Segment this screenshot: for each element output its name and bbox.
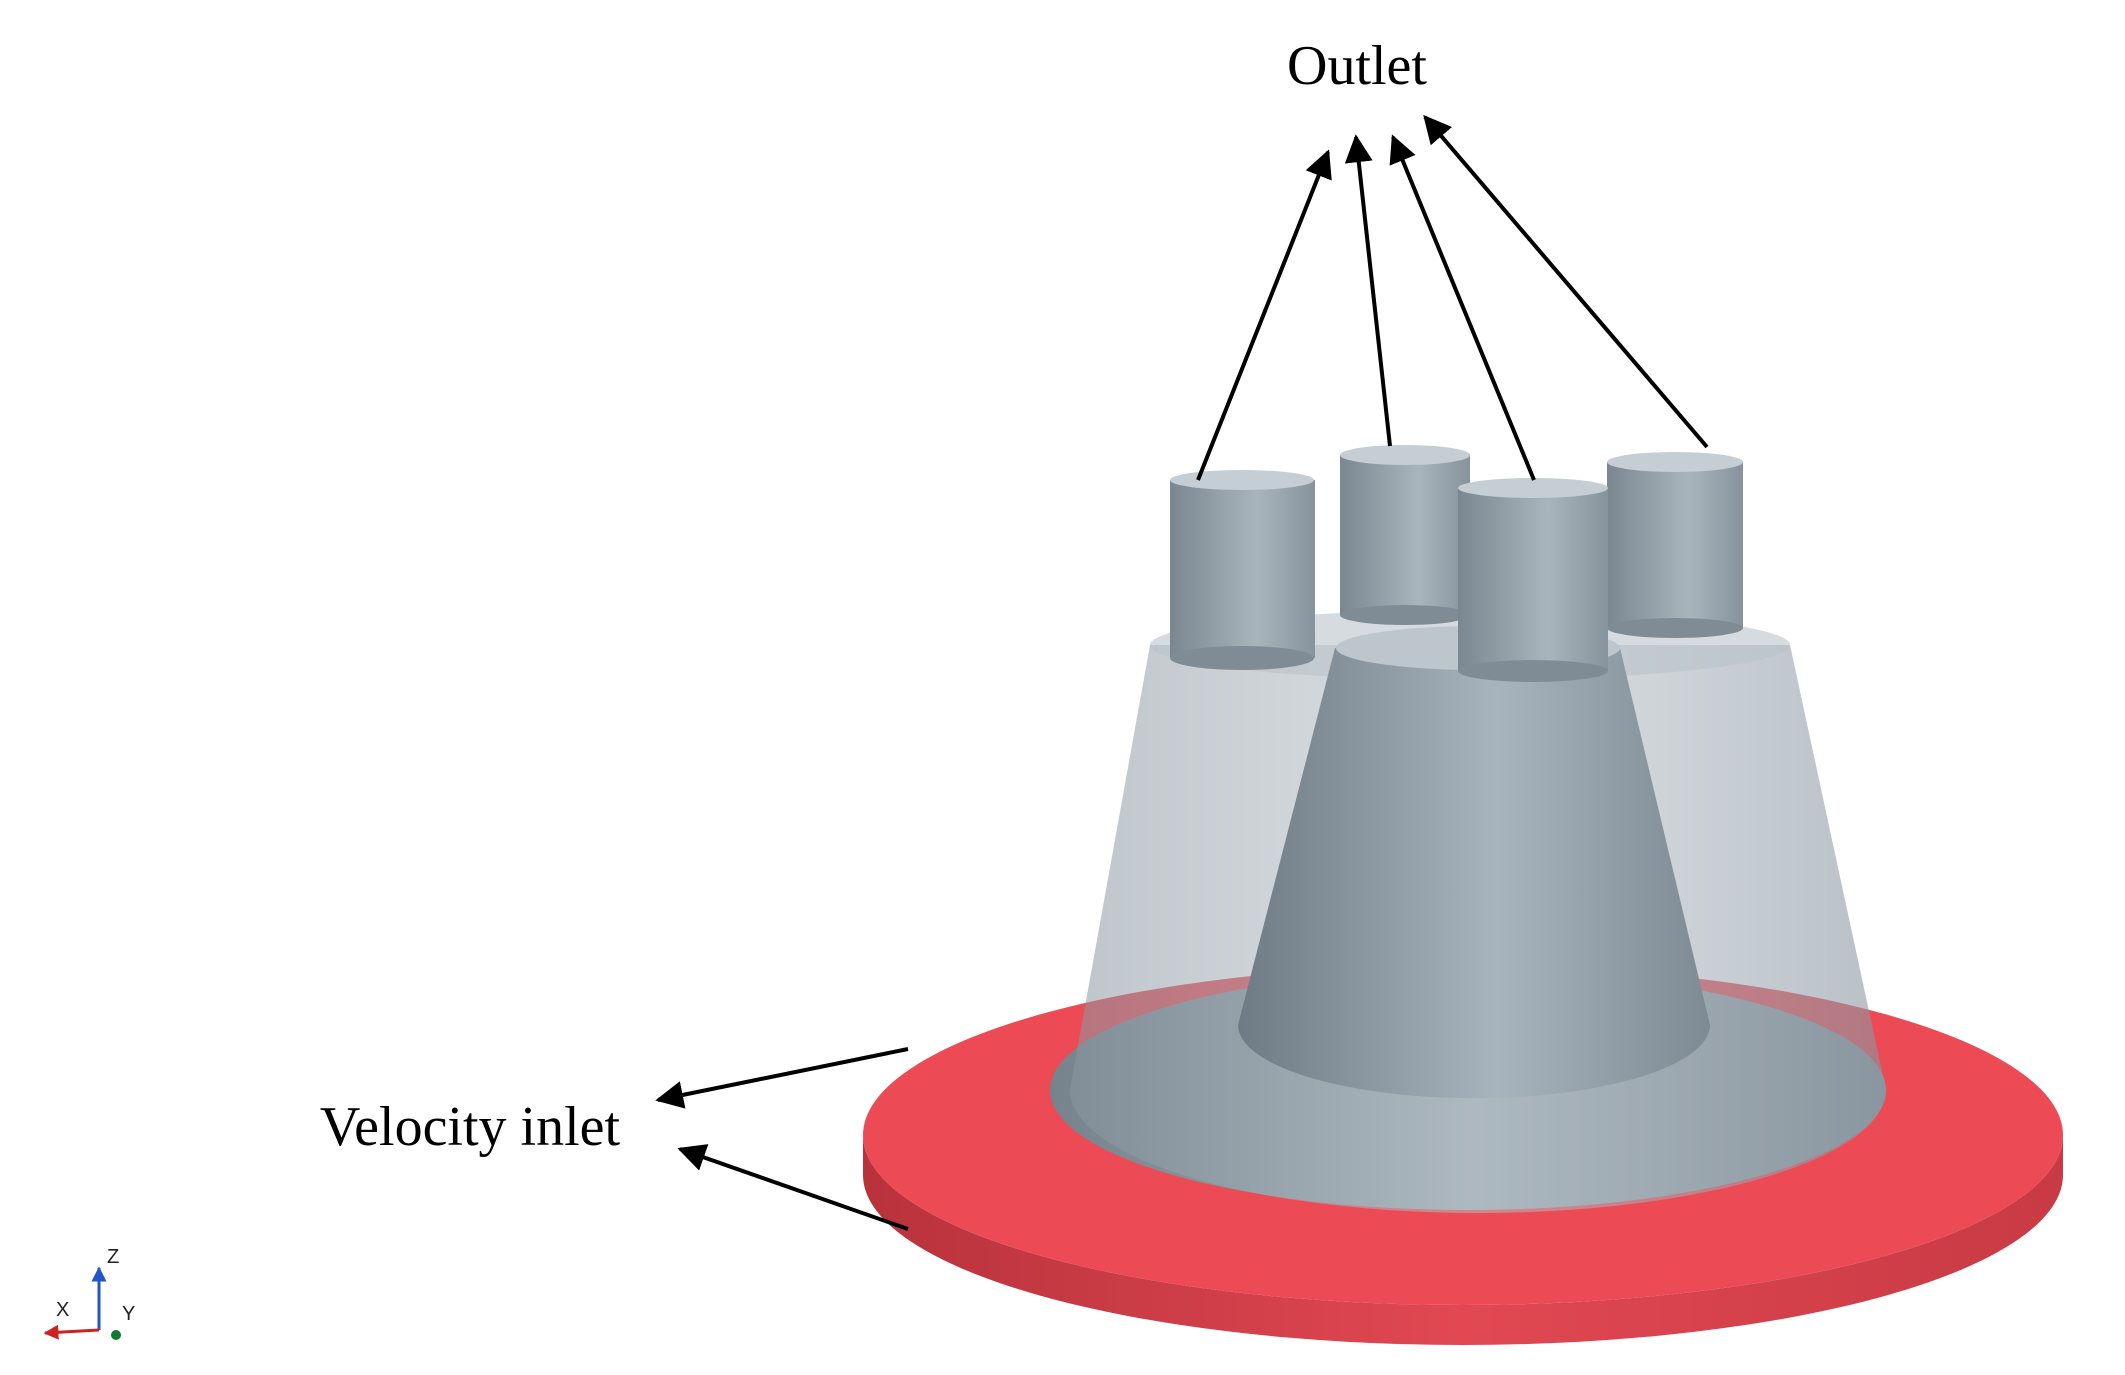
axis-y-dot: [111, 1330, 121, 1340]
outlet-arrow-2: [1344, 134, 1392, 447]
inlet-arrow-1: [655, 1047, 909, 1109]
inlet-disk-side: [863, 1135, 2063, 1345]
outlet-cylinder-1: [1170, 470, 1315, 670]
inlet-arrow-2: [677, 1144, 909, 1231]
outlet-arrow-3: [1389, 134, 1536, 481]
outlet-cylinder-2: [1340, 445, 1470, 625]
velocity-inlet-label: Velocity inlet: [320, 1096, 621, 1158]
axis-x-line: [43, 1324, 100, 1340]
axis-z-label: Z: [107, 1246, 119, 1268]
outlet-label: Outlet: [1287, 35, 1427, 97]
outlet-cylinder-4: [1607, 452, 1743, 638]
outlet-arrow-4: [1423, 114, 1709, 449]
axis-x-label: X: [56, 1299, 69, 1321]
outlet-arrow-1: [1196, 149, 1332, 481]
outlet-cylinder-3: [1458, 478, 1608, 682]
axis-y-label: Y: [122, 1303, 135, 1325]
axis-triad: Z X Y: [43, 1246, 135, 1340]
